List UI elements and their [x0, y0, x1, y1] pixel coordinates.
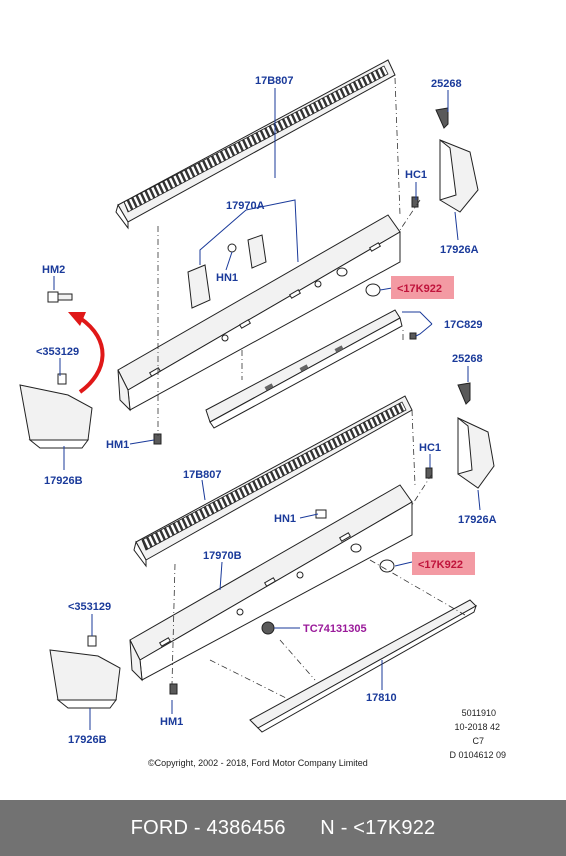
end-cap-right-lower [457, 382, 495, 489]
label-clip-lower-right: 25268 [452, 353, 483, 365]
end-cap-left-upper [19, 373, 93, 449]
label-plug-lower: <17K922 [418, 559, 463, 571]
label-endcap-left-lower: 17926B [68, 734, 107, 746]
meta-line-1: 5011910 [462, 708, 496, 718]
label-bracket-lower: 17970B [203, 550, 242, 562]
label-panel-upper: 17C829 [444, 319, 483, 331]
label-hn1-upper: HN1 [216, 272, 238, 284]
highlight-box-lower [412, 552, 475, 575]
label-endcap-left-upper: 17926B [44, 475, 83, 487]
label-bracket-upper: 17970A [226, 200, 265, 212]
meta-line-4: D 0104612 09 [449, 750, 506, 760]
label-clip-left-upper: <353129 [36, 346, 79, 358]
pin-hm2 [47, 291, 73, 303]
footer-part-number: FORD - 4386456 N - <17K922 [130, 816, 436, 839]
copyright-text: ©Copyright, 2002 - 2018, Ford Motor Comp… [148, 758, 368, 768]
sill-rail-lower [129, 484, 413, 682]
end-cap-right-upper [435, 107, 479, 213]
parts-diagram: 17B807 25268 HC1 17926A 17970A HN1 17C82… [19, 59, 506, 768]
label-endcap-right-upper: 17926A [440, 244, 479, 256]
scuff-plate-upper [115, 59, 396, 230]
meta-line-2: 10-2018 42 [454, 722, 500, 732]
label-hm1-lower: HM1 [160, 716, 183, 728]
footer-bar: FORD - 4386456 N - <17K922 [0, 800, 566, 856]
assembly-lines [157, 77, 466, 701]
leader-lines [53, 88, 481, 730]
sill-rail-upper [117, 214, 401, 412]
end-cap-left-lower [49, 635, 121, 709]
label-hc1-lower: HC1 [419, 442, 441, 454]
label-hc1-upper: HC1 [405, 169, 427, 181]
label-endcap-right-lower: 17926A [458, 514, 497, 526]
highlight-box-upper [391, 276, 454, 299]
label-fastener-tc: TC74131305 [303, 623, 367, 635]
label-hn1-lower: HN1 [274, 513, 296, 525]
label-moulding: 17810 [366, 692, 397, 704]
panel-17C829 [205, 309, 403, 429]
meta-line-3: C7 [472, 736, 484, 746]
label-hm2: HM2 [42, 264, 65, 276]
red-arrow [68, 312, 105, 394]
label-scuff-lower: 17B807 [183, 469, 222, 481]
label-plug-upper: <17K922 [397, 283, 442, 295]
label-clip-upper-right: 25268 [431, 78, 462, 90]
label-scuff-upper: 17B807 [255, 75, 294, 87]
label-clip-left-lower: <353129 [68, 601, 111, 613]
fasteners-upper [153, 196, 419, 445]
label-hm1-upper: HM1 [106, 439, 129, 451]
moulding-17810 [249, 599, 477, 733]
